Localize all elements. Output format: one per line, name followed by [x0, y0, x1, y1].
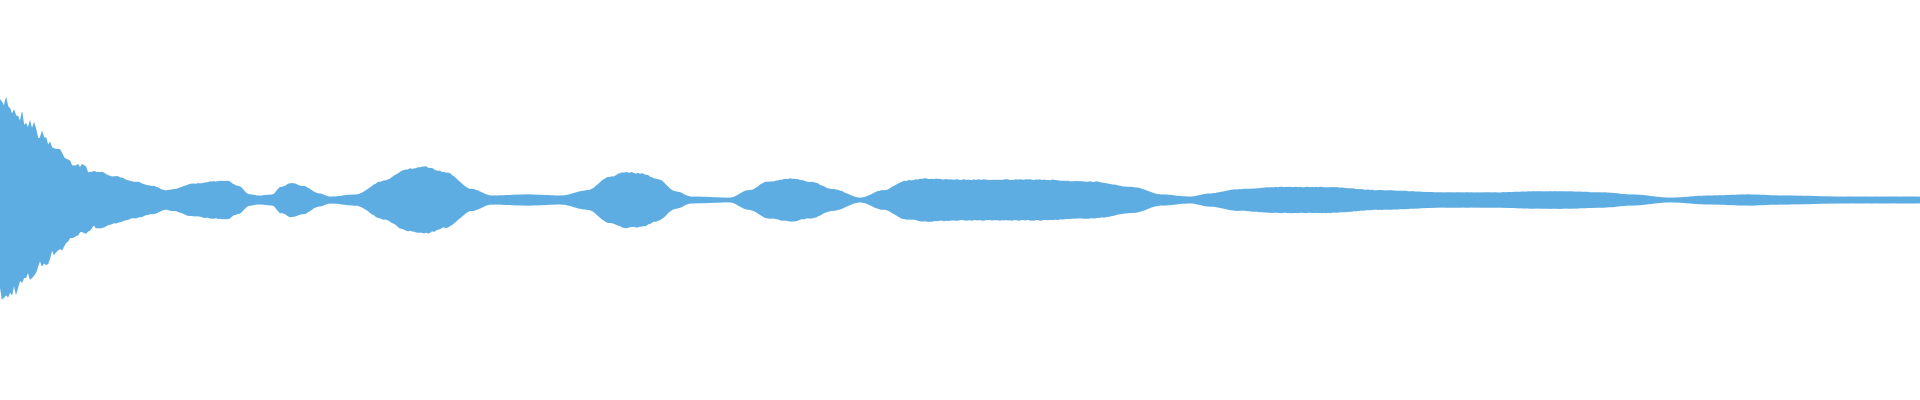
waveform-shape: [0, 97, 1920, 300]
